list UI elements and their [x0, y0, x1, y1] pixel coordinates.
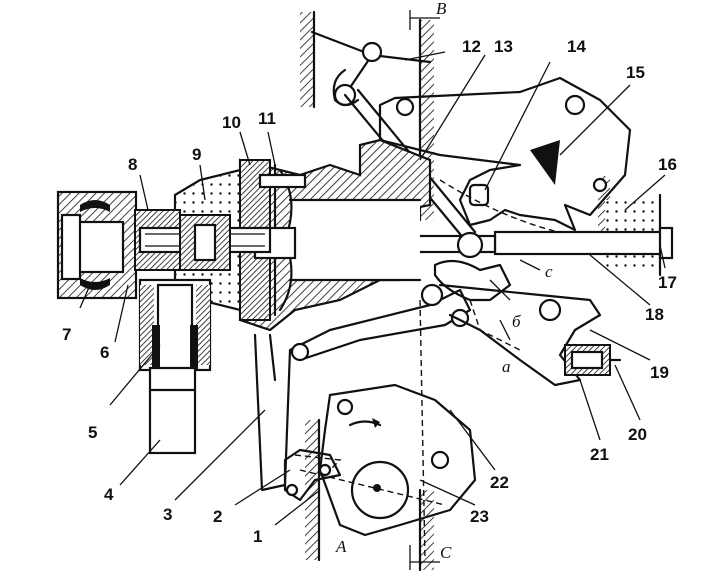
lower-plate — [299, 299, 477, 561]
latch-1-2 — [283, 448, 342, 502]
piston-8 — [134, 209, 272, 271]
upper-lever-12 — [310, 30, 432, 107]
cam-15 — [530, 140, 560, 185]
label-point-a-upper: A — [335, 537, 347, 556]
label-dim-c: C — [440, 543, 452, 562]
label-18: 18 — [645, 305, 664, 324]
label-20: 20 — [628, 425, 647, 444]
frame-wall-top-left — [300, 10, 316, 109]
label-7: 7 — [62, 325, 71, 344]
label-12: 12 — [462, 37, 481, 56]
label-17: 17 — [658, 273, 677, 292]
label-10: 10 — [222, 113, 241, 132]
label-1: 1 — [253, 527, 262, 546]
label-21: 21 — [590, 445, 609, 464]
label-point-b: б — [512, 312, 521, 331]
pawl-mechanism — [420, 259, 602, 387]
label-3: 3 — [163, 505, 172, 524]
label-dim-b: B — [436, 0, 447, 18]
switch-20-21 — [564, 344, 622, 376]
hose-4 — [148, 366, 197, 455]
label-14: 14 — [567, 37, 586, 56]
cylinder-7 — [56, 190, 138, 300]
label-5: 5 — [88, 423, 97, 442]
label-15: 15 — [626, 63, 645, 82]
label-6: 6 — [100, 343, 109, 362]
label-9: 9 — [192, 145, 201, 164]
rod-17 — [493, 226, 674, 260]
label-2: 2 — [213, 507, 222, 526]
label-16: 16 — [658, 155, 677, 174]
label-point-a: а — [502, 357, 511, 376]
label-4: 4 — [104, 485, 114, 504]
label-23: 23 — [470, 507, 489, 526]
upper-latch-plate — [378, 76, 632, 241]
label-19: 19 — [650, 363, 669, 382]
label-13: 13 — [494, 37, 513, 56]
label-22: 22 — [490, 473, 509, 492]
leader-lines — [79, 51, 666, 526]
label-point-c: с — [545, 262, 553, 281]
dimension-b — [409, 10, 440, 30]
dimension-c — [409, 545, 440, 570]
label-11: 11 — [258, 109, 276, 128]
label-8: 8 — [128, 155, 137, 174]
